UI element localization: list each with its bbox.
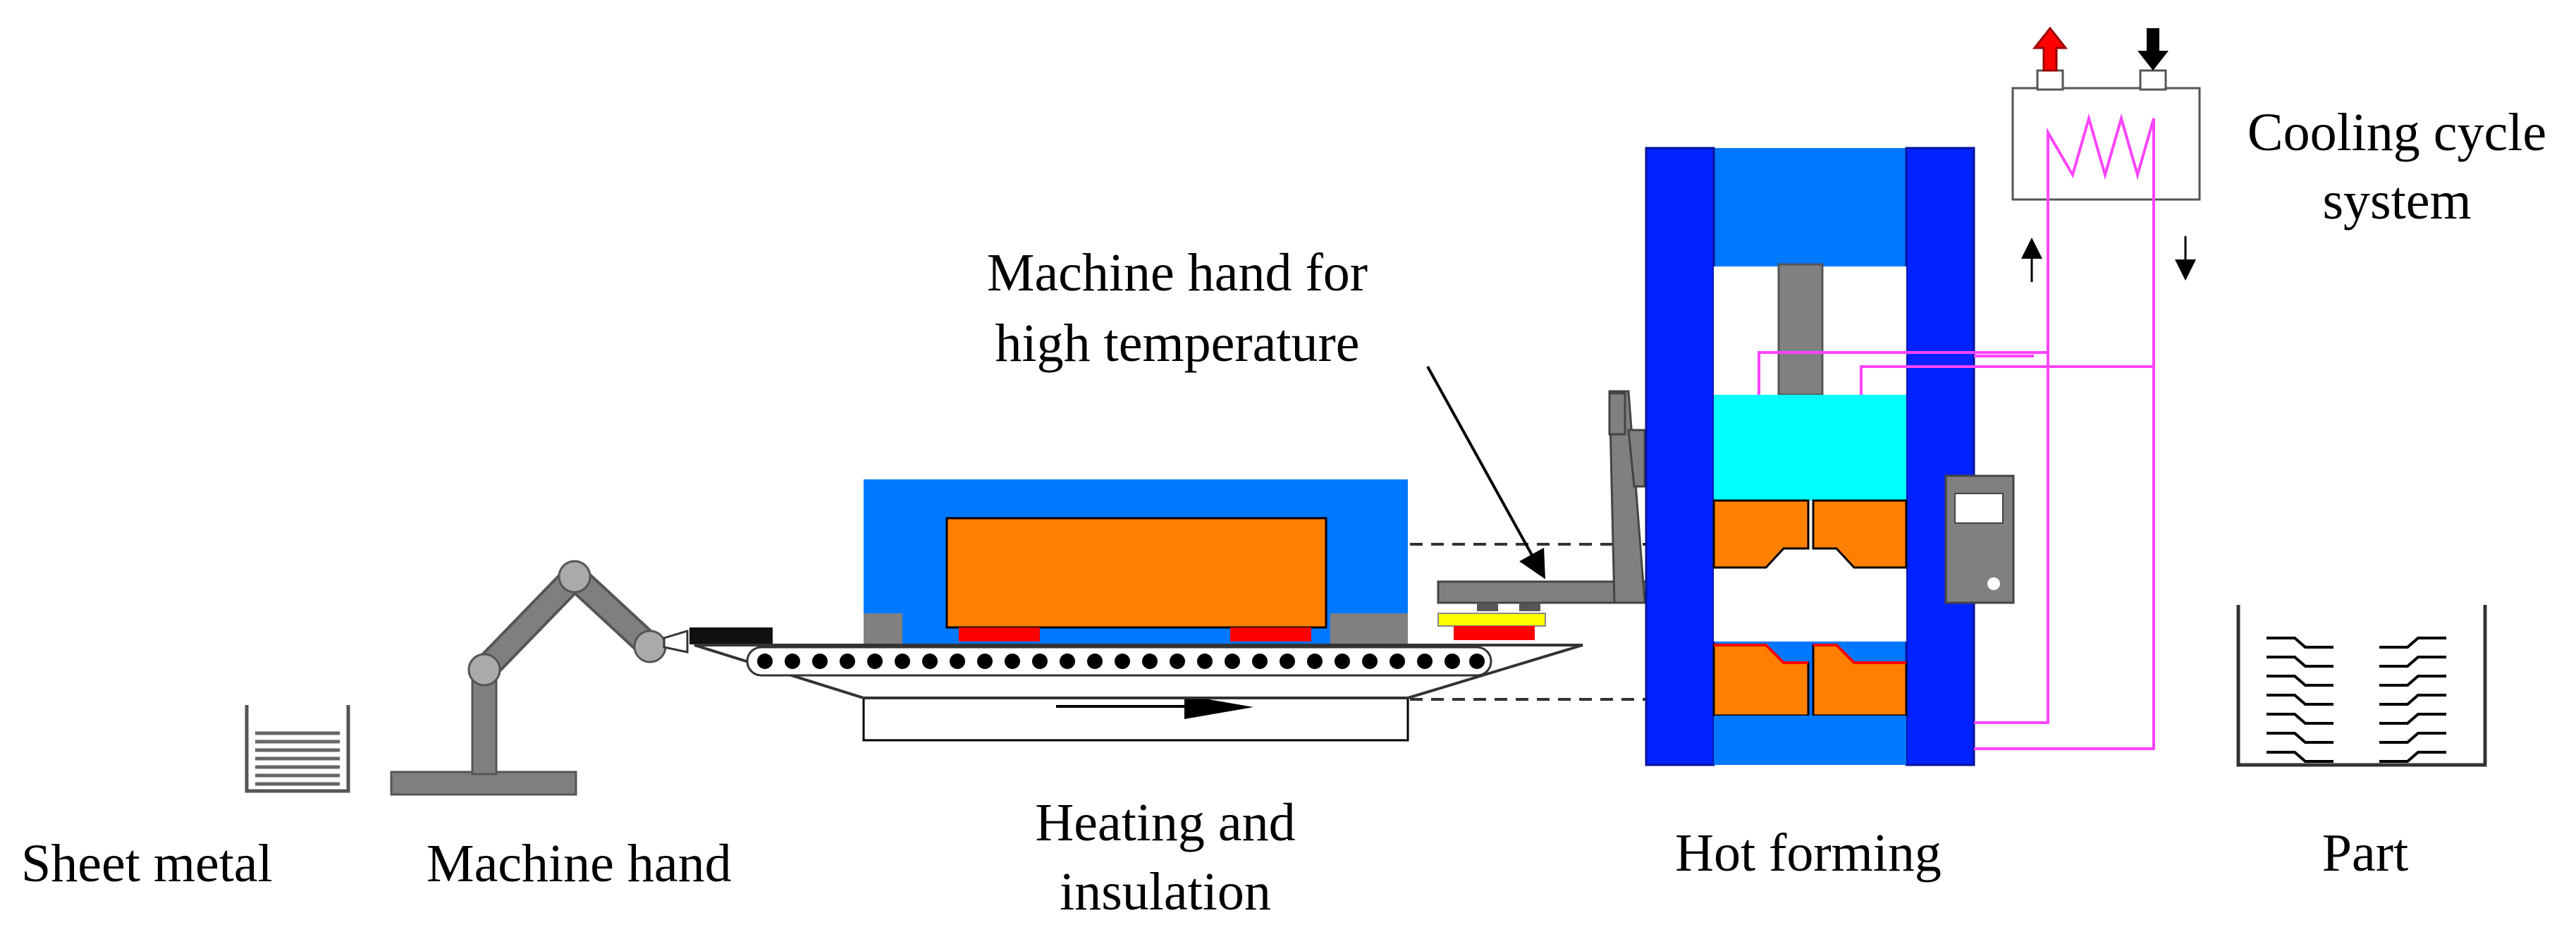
label-heating-line2: insulation [1060, 862, 1271, 921]
cooling-pipes [1758, 196, 2155, 750]
label-cooling-line2: system [2322, 171, 2471, 231]
part-container [2236, 605, 2487, 767]
label-machine-hand: Machine hand [427, 834, 732, 893]
label-hot-forming: Hot forming [1675, 823, 1942, 883]
inlet-arrow-icon [2006, 0, 2169, 70]
label-sheet-metal: Sheet metal [21, 834, 273, 893]
label-heating-line1: Heating and [1035, 793, 1295, 852]
machine-hand-robot [390, 560, 773, 796]
label-machine-hand-ht-line1: Machine hand for [987, 243, 1368, 302]
outlet-arrow-icon [2032, 26, 2068, 72]
label-part: Part [2322, 823, 2408, 883]
dashed-guide-lines [1410, 543, 1650, 701]
sheet-metal-stack [245, 705, 350, 793]
conveyor-belt [694, 644, 1583, 699]
control-panel [1944, 474, 2015, 604]
machine-hand-high-temperature [1437, 390, 1648, 640]
cooling-cycle-system [2006, 0, 2201, 282]
label-cooling-line1: Cooling cycle [2247, 103, 2546, 162]
label-machine-hand-ht-line2: high temperature [995, 314, 1359, 373]
heating-furnace [862, 479, 1409, 742]
hot-forming-press [1645, 147, 1975, 766]
leader-line [1426, 366, 1545, 580]
